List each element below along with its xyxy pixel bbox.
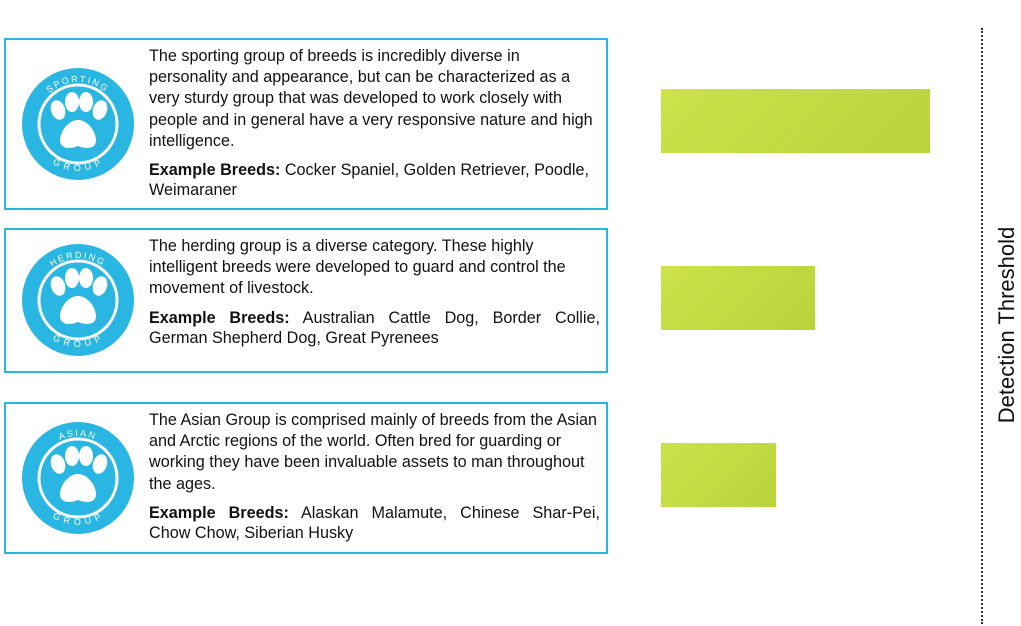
y-axis-label: Detection Threshold — [994, 226, 1019, 424]
example-label: Example Breeds: — [149, 161, 281, 180]
example-label: Example Breeds: — [149, 308, 290, 327]
example-breeds: Example Breeds: Cocker Spaniel, Golden R… — [149, 160, 600, 200]
example-breeds: Example Breeds: Alaskan Malamute, Chines… — [149, 503, 600, 543]
group-description: The herding group is a diverse category.… — [149, 237, 566, 298]
bar-sporting-group — [661, 89, 930, 153]
bar-asian-group — [661, 443, 777, 507]
example-breeds-list: Alaskan Malamute, Chinese Shar-Pei, Chow… — [149, 503, 600, 542]
example-breeds-list: Cocker Spaniel, Golden Retriever, Poodle… — [149, 161, 589, 200]
group-description: The sporting group of breeds is incredib… — [149, 47, 593, 150]
badge-top-text: ASIAN — [57, 428, 99, 442]
example-breeds: Example Breeds: Australian Cattle Dog, B… — [149, 308, 600, 348]
group-description: The Asian Group is comprised mainly of b… — [149, 411, 598, 493]
detection-threshold-line — [981, 28, 983, 624]
example-breeds-list: Australian Cattle Dog, Border Collie, Ge… — [149, 308, 600, 347]
example-label: Example Breeds: — [149, 503, 289, 522]
bar-herding-group — [661, 266, 815, 330]
